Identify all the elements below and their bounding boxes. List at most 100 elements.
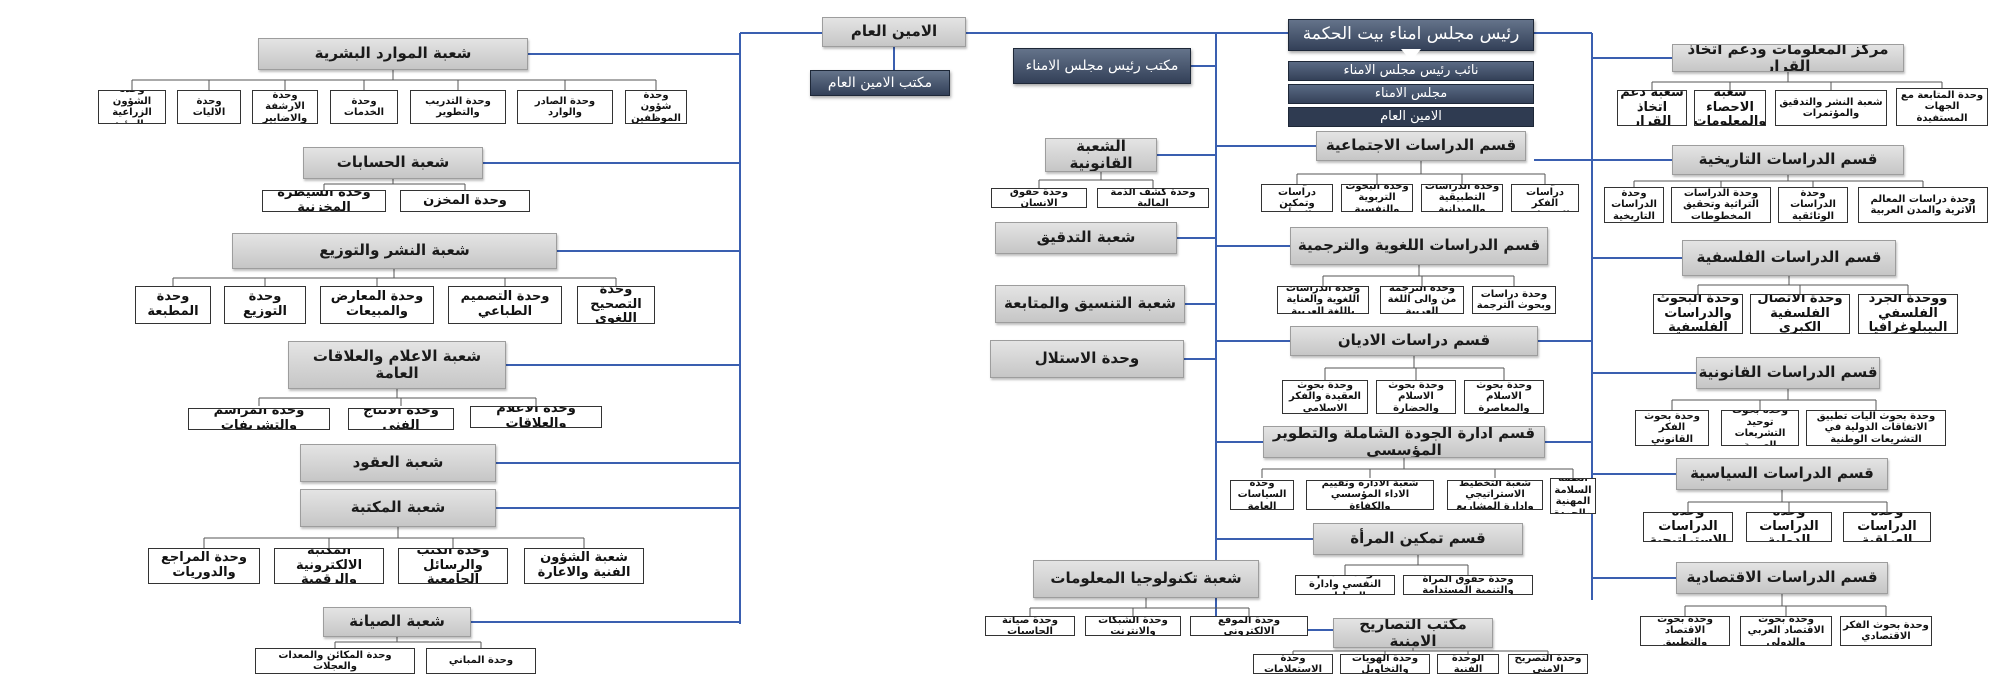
women-unit: وحدة حقوق المرأة والتنمية المستدامة	[1403, 575, 1533, 595]
library-unit: شعبة الشؤون الفنية والاعارة	[524, 548, 644, 584]
library-unit: وحدة الكتب والرسائل الجامعية	[398, 548, 508, 584]
publishing-unit: وحدة المطبعة	[135, 286, 211, 324]
info-unit: شعبة الاحصاء والمعلومات	[1694, 90, 1766, 126]
board-president[interactable]: رئيس مجلس امناء بيت الحكمة	[1288, 19, 1534, 51]
history-studies-dept[interactable]: قسم الدراسات التاريخية	[1672, 145, 1904, 175]
security-unit: وحدة الهويات والتخاويل	[1340, 654, 1430, 674]
vice-president-band[interactable]: نائب رئيس مجلس الامناء	[1288, 61, 1534, 81]
accounts-unit: وحدة السيطرة المخزنية	[262, 190, 386, 212]
language-unit: وحدة دراسات وبحوث الترجمة	[1472, 286, 1556, 314]
political-studies-dept[interactable]: قسم الدراسات السياسية	[1676, 458, 1888, 490]
quality-management-dept[interactable]: قسم ادارة الجودة الشاملة والتطوير المؤسس…	[1263, 426, 1545, 458]
library-division[interactable]: شعبة المكتبة	[300, 489, 496, 527]
philosophy-unit: وحدة البحوث والدراسات الفلسفية	[1653, 294, 1743, 334]
political-unit: وحدة الدراسات الاستراتيجية	[1643, 512, 1733, 542]
hr-unit: وحدة الصادر والوارد	[517, 90, 613, 124]
maintenance-unit: وحدة المكائن والمعدات والعجلات	[255, 648, 415, 674]
language-unit: وحدة الدراسات اللغوية والعناية باللغة ال…	[1277, 286, 1369, 314]
legal-division[interactable]: الشعبة القانونية	[1045, 138, 1157, 172]
history-unit: وحدة الدراسات الوثائقية	[1778, 187, 1848, 223]
hr-unit: وحدة الشؤون الزراعية والبيئية	[98, 90, 166, 124]
social-unit: وحدة البحوث التربوية والنفسية	[1341, 184, 1413, 212]
publishing-unit: وحدة التصميم الطباعي	[448, 286, 562, 324]
quality-unit: شعبة الادارة وتقييم الاداء المؤسسي والكف…	[1306, 480, 1434, 510]
it-division[interactable]: شعبة تكنولوجيا المعلومات	[1033, 560, 1259, 598]
media-unit: وحدة المراسم والتشريفات	[188, 408, 330, 430]
legal-research-unit: وحدة بحوث آليات تطبيق الاتفاقات الدولية …	[1806, 410, 1946, 446]
history-unit: وحدة الدراسات التراثية وتحقيق المخطوطات	[1671, 187, 1771, 223]
language-studies-dept[interactable]: قسم الدراسات اللغوية والترجمية	[1290, 227, 1548, 265]
social-unit: وحدة دراسات الفكر الاجتماعي	[1511, 184, 1579, 212]
quality-unit: شعبة انظمة السلامة المهنية والجودة والبي…	[1550, 478, 1596, 514]
chevron-down-icon	[1401, 49, 1421, 61]
philosophy-studies-dept[interactable]: قسم الدراسات الفلسفية	[1682, 240, 1896, 276]
social-unit: وحدة دراسات وتمكين المرأة	[1261, 184, 1333, 212]
religion-unit: وحدة بحوث الاسلام والحضارة	[1376, 380, 1456, 414]
legal-studies-dept[interactable]: قسم الدراسات القانونية	[1696, 357, 1880, 389]
quality-unit: وحدة السياسات العامة	[1230, 480, 1294, 510]
security-clearance-office[interactable]: مكتب التصاريح الامنية	[1333, 618, 1493, 648]
publishing-division[interactable]: شعبة النشر والتوزيع	[232, 233, 557, 269]
women-empowerment-dept[interactable]: قسم تمكين المرأة	[1313, 523, 1523, 555]
legal-research-unit: وحدة بحوث توحيد التشريعات العربية	[1721, 410, 1799, 446]
secretary-general[interactable]: الامين العام	[822, 17, 966, 47]
hr-unit: وحدة الاليات	[177, 90, 241, 124]
info-unit: وحدة المتابعة مع الجهات المستفيدة	[1896, 88, 1988, 126]
media-division[interactable]: شعبة الاعلام والعلاقات العامة	[288, 341, 506, 389]
economic-unit: وحدة بحوث الاقتصاد العربي والدولي	[1740, 616, 1832, 646]
security-unit: وحدة التصريح الامني	[1508, 654, 1588, 674]
legal-unit: وحدة حقوق الانسان	[991, 188, 1087, 208]
secretary-general-band[interactable]: الامين العام	[1288, 107, 1534, 127]
quality-unit: شعبة التخطيط الاستراتيجي وادارة المشاريع	[1447, 480, 1543, 510]
political-unit: وحدة الدراسات العراقية	[1843, 512, 1931, 542]
economic-unit: وحدة بحوث الاقتصاد والتطبيق	[1640, 616, 1730, 646]
info-decision-center[interactable]: مركز المعلومات ودعم اتخاذ القرار	[1672, 44, 1904, 72]
hr-unit: وحدة شؤون الموظفين	[625, 90, 687, 124]
economic-studies-dept[interactable]: قسم الدراسات الاقتصادية	[1676, 562, 1888, 594]
security-unit: وحدة الاستعلامات	[1253, 654, 1333, 674]
economic-unit: وحدة بحوث الفكر الاقتصادي	[1840, 616, 1932, 646]
it-unit: وحدة الموقع الالكتروني	[1190, 616, 1308, 636]
legal-research-unit: وحدة بحوث الفكر القانوني	[1635, 410, 1709, 446]
library-unit: المكتبة الالكترونية والرقمية	[274, 548, 384, 584]
philosophy-unit: وحدة الاتصال الفلسفية الكبرى	[1750, 294, 1850, 334]
media-unit: وحدة الاعلام والعلاقات	[470, 406, 602, 428]
board-band[interactable]: مجلس الامناء	[1288, 84, 1534, 104]
history-unit: وحدة الدراسات التاريخية	[1604, 187, 1664, 223]
media-unit: وحدة الانتاج الفني	[348, 408, 454, 430]
hr-unit: وحدة الارشفة والاضابير	[252, 90, 318, 124]
chair-office[interactable]: مكتب رئيس مجلس الامناء	[1013, 48, 1191, 84]
philosophy-unit: ووحدة الجرد الفلسفي البيبلوغرافيا	[1858, 294, 1958, 334]
receiving-unit[interactable]: وحدة الاستلال	[990, 340, 1184, 378]
publishing-unit: وحدة التصحيح اللغوي	[577, 286, 655, 324]
religion-unit: وحدة بحوث الاسلام والمعاصرة	[1464, 380, 1544, 414]
publishing-unit: وحدة المعارض والمبيعات	[320, 286, 434, 324]
hr-unit: وحدة التدريب والتطوير	[410, 90, 506, 124]
maintenance-unit: وحدة المباني	[426, 648, 536, 674]
social-studies-dept[interactable]: قسم الدراسات الاجتماعية	[1316, 131, 1526, 161]
legal-unit: وحدة كشف الذمة المالية	[1097, 188, 1209, 208]
publishing-unit: وحدة التوزيع	[224, 286, 306, 324]
religion-studies-dept[interactable]: قسم دراسات الاديان	[1290, 326, 1538, 356]
accounts-unit: وحدة المخزن	[400, 190, 530, 212]
maintenance-division[interactable]: شعبة الصيانة	[323, 607, 471, 637]
it-unit: وحدة الشبكات والانترنت	[1085, 616, 1181, 636]
accounts-division[interactable]: شعبة الحسابات	[303, 147, 483, 179]
security-unit: الوحدة الفنية	[1437, 654, 1499, 674]
social-unit: وحدة الدراسات التطبيقية والميدانية	[1421, 184, 1503, 212]
audit-division[interactable]: شعبة التدقيق	[995, 222, 1177, 254]
women-unit: وحدة الدعم النفسي وادارة العمليات	[1295, 575, 1395, 595]
info-unit: شعبة النشر والتدقيق والمؤتمرات	[1775, 90, 1887, 126]
library-unit: وحدة المراجع والدوريات	[148, 548, 260, 584]
hr-division[interactable]: شعبة الموارد البشرية	[258, 38, 528, 70]
contracts-division[interactable]: شعبة العقود	[300, 444, 496, 482]
info-unit: شعبة دعم اتخاذ القرار	[1617, 90, 1687, 126]
coordination-division[interactable]: شعبة التنسيق والمتابعة	[995, 285, 1185, 323]
it-unit: وحدة صيانة الحاسبات	[985, 616, 1075, 636]
political-unit: وحدة الدراسات الدولية	[1746, 512, 1832, 542]
religion-unit: وحدة بحوث العقيدة والفكر الاسلامي	[1282, 380, 1368, 414]
hr-unit: وحدة الخدمات	[330, 90, 398, 124]
history-unit: وحدة دراسات المعالم الاثرية والمدن العرب…	[1858, 187, 1988, 223]
secretary-general-office[interactable]: مكتب الامين العام	[810, 70, 950, 96]
